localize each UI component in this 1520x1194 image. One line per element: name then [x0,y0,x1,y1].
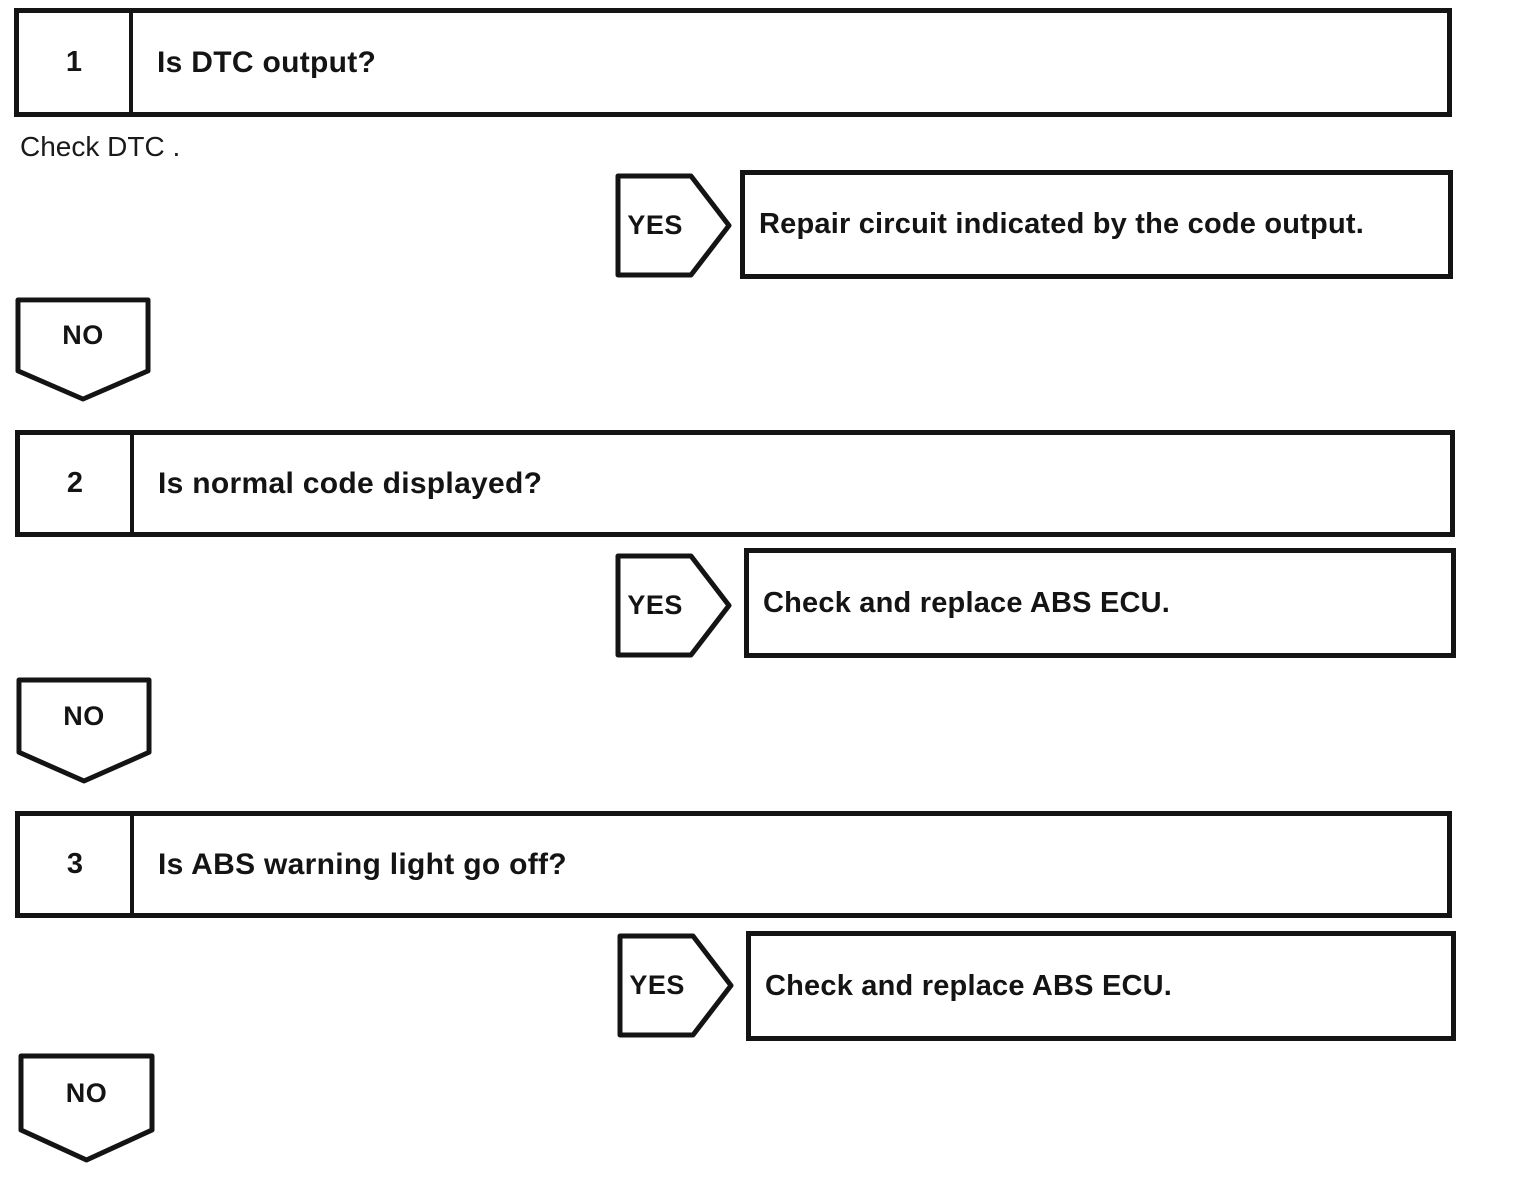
yes-arrow-shape: YES [617,933,735,1038]
no-label: NO [63,701,105,732]
no-arrow-shape: NO [16,677,152,784]
question-text: Is normal code displayed? [158,466,543,500]
no-arrow-shape: NO [15,297,151,402]
no-label: NO [62,320,104,351]
procedure-note: Check DTC . [20,131,181,162]
question-box-3: 3 Is ABS warning light go off? [15,811,1452,918]
question-box-1: 1 Is DTC output? [14,8,1452,117]
question-box-2: 2 Is normal code displayed? [15,430,1455,537]
no-label: NO [65,1078,108,1109]
result-text: Repair circuit indicated by the code out… [759,208,1364,240]
no-pentagon-icon [18,1053,155,1163]
result-text: Check and replace ABS ECU. [765,969,1173,1002]
yes-label: YES [627,590,683,620]
step-number: 2 [20,435,134,532]
yes-arrow-shape: YES [615,173,733,278]
yes-pentagon-icon [615,173,732,278]
no-pentagon-icon [16,677,152,784]
result-box: Repair circuit indicated by the code out… [740,170,1453,279]
result-text: Check and replace ABS ECU. [763,586,1171,619]
step-number: 1 [19,13,133,112]
result-box: Check and replace ABS ECU. [746,931,1456,1041]
no-arrow-shape: NO [18,1053,155,1163]
yes-label: YES [629,970,685,1000]
yes-pentagon-icon [615,553,732,658]
question-text: Is ABS warning light go off? [158,847,567,881]
yes-pentagon-icon [617,933,734,1038]
step-number: 3 [20,816,134,913]
question-text: Is DTC output? [157,45,377,79]
yes-arrow-shape: YES [615,553,733,658]
no-pentagon-icon [15,297,151,402]
yes-label: YES [627,210,683,240]
result-box: Check and replace ABS ECU. [744,548,1456,658]
